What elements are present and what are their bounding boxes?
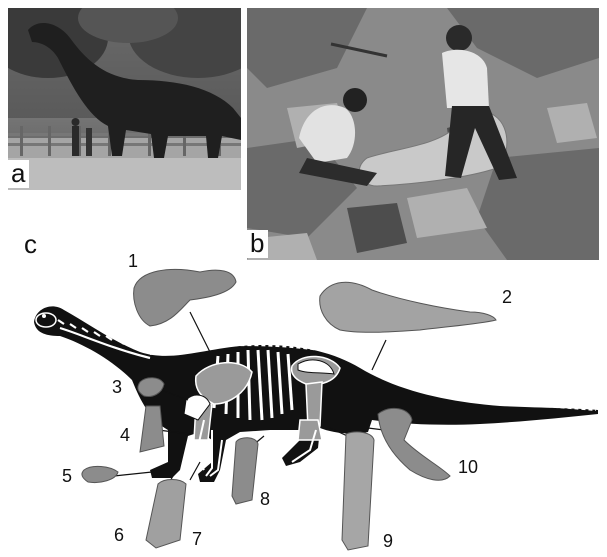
bone-5 <box>82 466 118 482</box>
bone-number-8: 8 <box>260 490 270 508</box>
bone-2-caudal-vertebrae <box>320 282 496 332</box>
bone-number-2: 2 <box>502 288 512 306</box>
bone-number-4: 4 <box>120 426 130 444</box>
bone-9 <box>342 432 374 550</box>
bone-number-1: 1 <box>128 252 138 270</box>
bone-number-3: 3 <box>112 378 122 396</box>
bone-number-9: 9 <box>383 532 393 550</box>
bone-1-coracoid <box>134 269 236 326</box>
bone-6-7 <box>146 480 186 549</box>
bone-number-6: 6 <box>114 526 124 544</box>
bone-8 <box>232 438 258 504</box>
bone-4 <box>140 406 164 452</box>
bone-number-7: 7 <box>192 530 202 548</box>
bone-number-10: 10 <box>458 458 478 476</box>
bone-number-5: 5 <box>62 467 72 485</box>
